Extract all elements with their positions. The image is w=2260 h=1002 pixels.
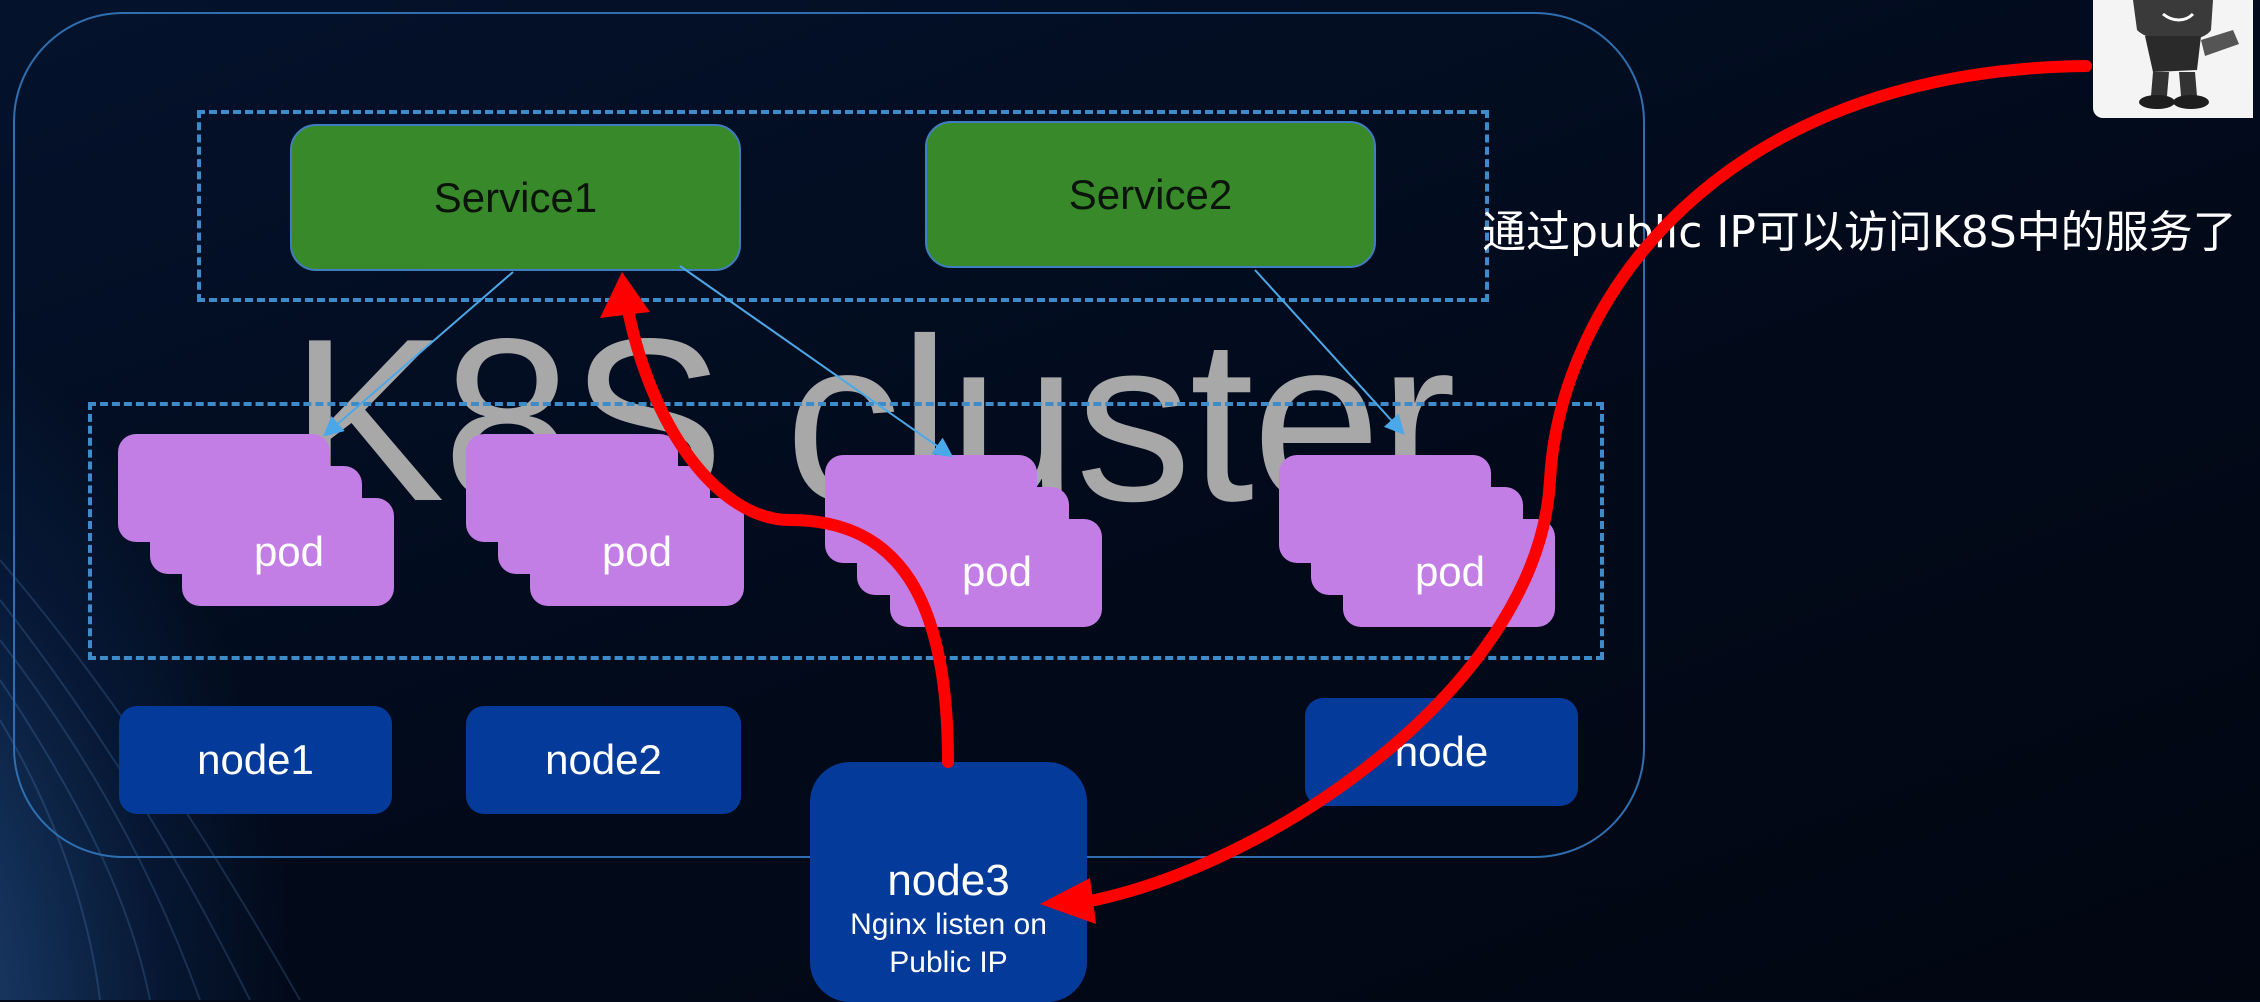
node1-label: node1 bbox=[197, 736, 314, 783]
route-arrow-to-node3 bbox=[1089, 60, 2092, 906]
service2-link-pod4 bbox=[1254, 269, 1405, 435]
service1-link-pod3 bbox=[679, 265, 954, 458]
pods-group-border bbox=[88, 402, 1604, 660]
cartoon-figure-icon bbox=[2093, 0, 2253, 118]
node3-line1: Nginx listen on bbox=[850, 908, 1047, 941]
node1-box: node1 bbox=[119, 706, 392, 814]
pod-card bbox=[182, 498, 394, 606]
pod-label: pod bbox=[1414, 548, 1486, 595]
service2-label: Service2 bbox=[1068, 170, 1233, 218]
node-box: node bbox=[1305, 698, 1578, 806]
node2-label: node2 bbox=[545, 736, 662, 783]
node3-box: node3 Nginx listen on Public IP bbox=[810, 762, 1087, 1002]
pod-card bbox=[1343, 519, 1555, 627]
route-arrowhead-node3 bbox=[1040, 878, 1096, 924]
node2-box: node2 bbox=[466, 706, 741, 814]
services-group-border bbox=[197, 110, 1489, 302]
route-arrow-to-service1 bbox=[620, 294, 954, 768]
node3-line2: Public IP bbox=[889, 946, 1008, 979]
service1-label: Service1 bbox=[433, 173, 598, 221]
service1-link-pod1 bbox=[322, 271, 514, 437]
pod-label: pod bbox=[253, 528, 325, 575]
caption-text: 通过public IP可以访问K8S中的服务了 bbox=[1482, 207, 2237, 258]
pod-card bbox=[530, 498, 744, 606]
service1-box: Service1 bbox=[290, 124, 741, 271]
node3-title: node3 bbox=[887, 856, 1010, 905]
service2-box: Service2 bbox=[925, 121, 1376, 268]
pod-label: pod bbox=[961, 548, 1033, 595]
route-arrowhead-service1 bbox=[600, 272, 650, 318]
pod-label: pod bbox=[601, 528, 673, 575]
